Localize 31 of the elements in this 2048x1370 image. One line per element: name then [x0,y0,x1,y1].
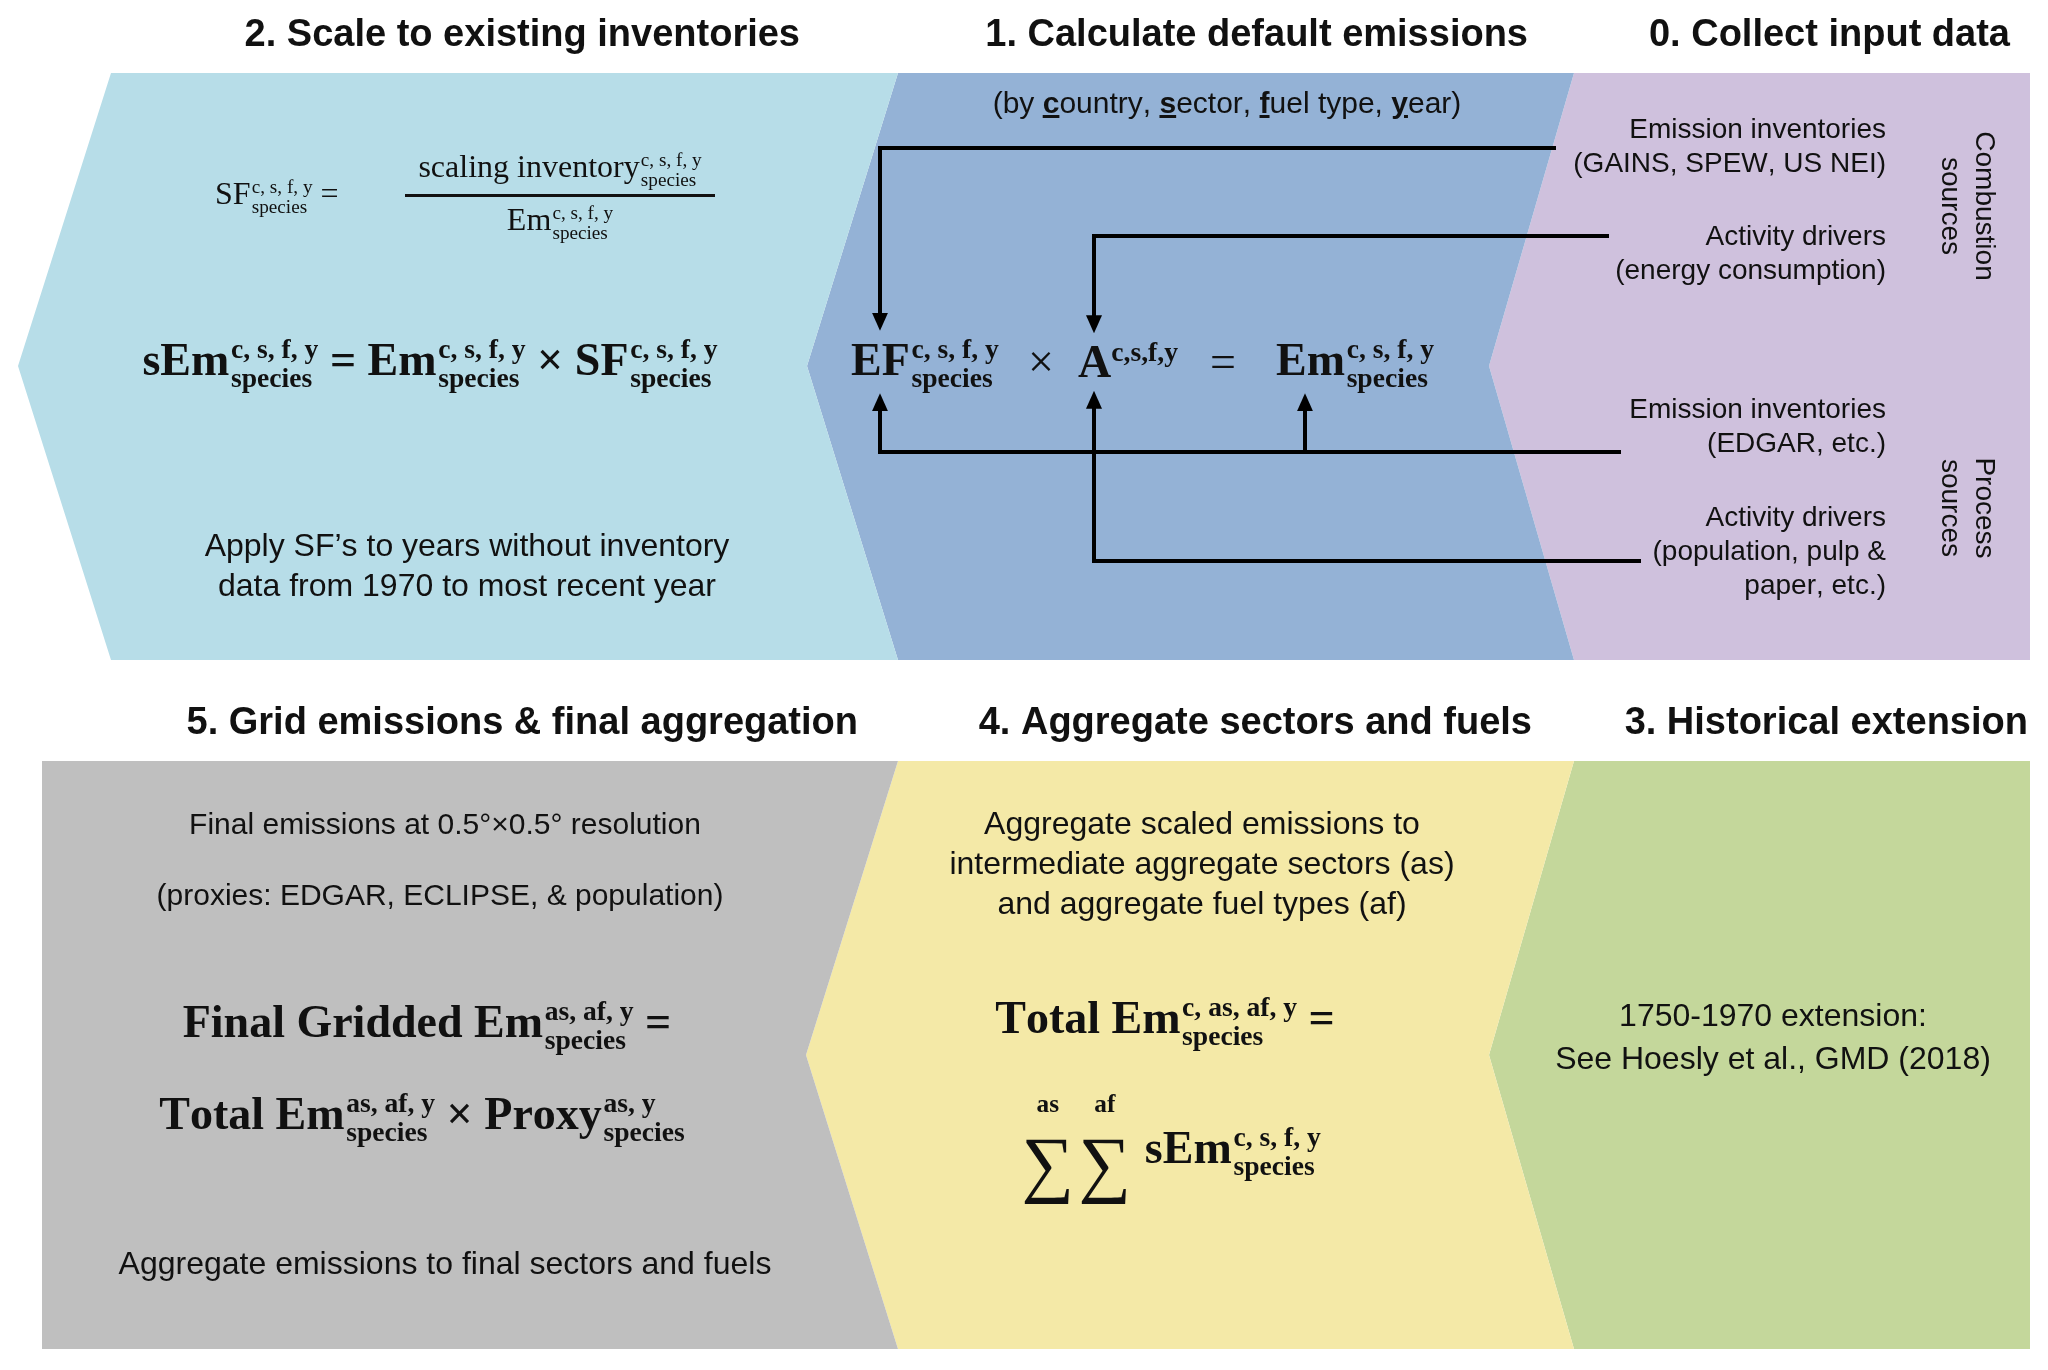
description-text: Aggregate emissions to final sectors and fuels [118,1244,772,1283]
connector-arrow [1086,390,1641,563]
source-label: Emission inventories (EDGAR, etc.) [1621,392,1886,461]
equation: SF$^{c, s, f, y}$$_{species}$ = [215,174,339,217]
connector-arrow [1297,393,1313,452]
formula-term: A$^{c,s,f,y}$ [1078,333,1178,391]
description-text: 1750-1970 extension: [1619,996,1927,1035]
step-heading: 4. Aggregate sectors and fuels [978,699,1532,744]
source-label: Activity drivers (energy consumption) [1609,219,1886,288]
multiplication-sign: × [1028,335,1054,390]
description-text: Aggregate scaled emissions to intermediate aggregate sectors (as) and aggregate fuel types (af) [948,804,1456,923]
step-heading: 1. Calculate default emissions [985,11,1528,56]
equation: Total Em$^{c, as, af, y}$$_{species}$ = [995,990,1335,1052]
connector-arrow [872,393,1305,454]
group-label: Combustion sources [1935,130,2003,283]
description-text: Apply SF’s to years without inventory data from 1970 to most recent year [203,526,731,605]
description-text: (proxies: EDGAR, ECLIPSE, & population) [156,877,724,913]
connector-arrow [1086,234,1609,334]
step-heading: 5. Grid emissions & final aggregation [186,699,858,744]
step-heading: 2. Scale to existing inventories [244,11,800,56]
connector-arrow [872,146,1556,331]
step-heading: 0. Collect input data [1648,11,2010,56]
equation: Final Gridded Em$^{as, af, y}$$_{species}$ = [182,994,672,1056]
source-label: Activity drivers (population, pulp & paper, etc.) [1641,500,1886,603]
step-heading: 3. Historical extension [1624,699,2028,744]
source-label: Emission inventories (GAINS, SPEW, US NEI) [1556,112,1886,181]
description-text: Final emissions at 0.5°×0.5° resolution [189,806,701,842]
subtitle-text: (by country, sector, fuel type, year) [992,85,1462,121]
group-label: Process sources [1935,456,2003,561]
citation-text: See Hoesly et al., GMD (2018) [1555,1039,1991,1078]
equals-sign: = [1210,335,1236,390]
